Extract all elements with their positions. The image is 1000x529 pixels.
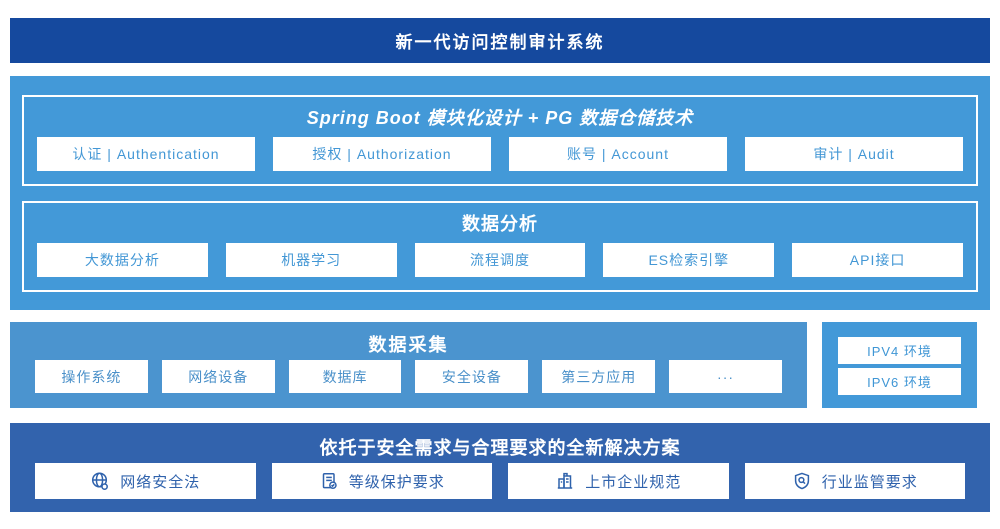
analysis-box-bigdata: 大数据分析 [37, 243, 208, 277]
environments-panel: IPV4 环境 IPV6 环境 [822, 322, 977, 408]
collection-section: 数据采集 操作系统 网络设备 数据库 安全设备 第三方应用 ··· [10, 322, 807, 408]
solution-box-cybersecurity-law: 网络安全法 [35, 463, 256, 499]
solution-label: 网络安全法 [120, 473, 201, 491]
module-box-authentication: 认证 | Authentication [37, 137, 255, 171]
collection-box-database: 数据库 [288, 360, 402, 393]
modules-items: 认证 | Authentication 授权 | Authorization 账… [37, 137, 963, 171]
analysis-box-es: ES检索引擎 [603, 243, 775, 277]
analysis-panel: 数据分析 大数据分析 机器学习 流程调度 ES检索引擎 API接口 [22, 201, 978, 292]
env-box-ipv4: IPV4 环境 [838, 337, 961, 364]
solution-label: 等级保护要求 [348, 473, 445, 491]
solution-box-listed-company: 上市企业规范 [508, 463, 729, 499]
env-box-ipv6: IPV6 环境 [838, 368, 961, 395]
collection-row: 数据采集 操作系统 网络设备 数据库 安全设备 第三方应用 ··· IPV4 环… [10, 322, 977, 408]
globe-icon [90, 471, 110, 491]
modules-panel-title: Spring Boot 模块化设计 + PG 数据仓储技术 [306, 108, 694, 128]
module-box-audit: 审计 | Audit [745, 137, 963, 171]
solution-box-classified-protection: 等级保护要求 [271, 463, 492, 499]
solution-title: 依托于安全需求与合理要求的全新解决方案 [319, 438, 681, 458]
analysis-box-ml: 机器学习 [225, 243, 397, 277]
document-check-icon [319, 471, 339, 491]
solution-section: 依托于安全需求与合理要求的全新解决方案 网络安全法 [10, 423, 990, 512]
analysis-panel-title: 数据分析 [462, 214, 538, 234]
solution-label: 上市企业规范 [585, 473, 682, 491]
platform-section: Spring Boot 模块化设计 + PG 数据仓储技术 认证 | Authe… [10, 76, 990, 310]
collection-title: 数据采集 [368, 335, 449, 355]
collection-items: 操作系统 网络设备 数据库 安全设备 第三方应用 ··· [35, 360, 782, 393]
collection-box-more: ··· [669, 360, 782, 393]
collection-box-os: 操作系统 [35, 360, 148, 393]
collection-box-thirdparty: 第三方应用 [542, 360, 656, 393]
module-box-authorization: 授权 | Authorization [273, 137, 491, 171]
system-title: 新一代访问控制审计系统 [395, 33, 605, 52]
shield-search-icon [792, 471, 812, 491]
building-icon [555, 471, 575, 491]
system-title-banner: 新一代访问控制审计系统 [10, 18, 990, 63]
analysis-box-api: API接口 [792, 243, 963, 277]
collection-box-security-device: 安全设备 [415, 360, 529, 393]
solution-items: 网络安全法 等级保护要求 [35, 463, 965, 499]
collection-box-network-device: 网络设备 [161, 360, 275, 393]
modules-panel: Spring Boot 模块化设计 + PG 数据仓储技术 认证 | Authe… [22, 95, 978, 186]
solution-label: 行业监管要求 [821, 473, 918, 491]
module-box-account: 账号 | Account [509, 137, 727, 171]
solution-box-industry-regulation: 行业监管要求 [744, 463, 965, 499]
analysis-items: 大数据分析 机器学习 流程调度 ES检索引擎 API接口 [37, 243, 963, 277]
analysis-box-workflow: 流程调度 [414, 243, 586, 277]
